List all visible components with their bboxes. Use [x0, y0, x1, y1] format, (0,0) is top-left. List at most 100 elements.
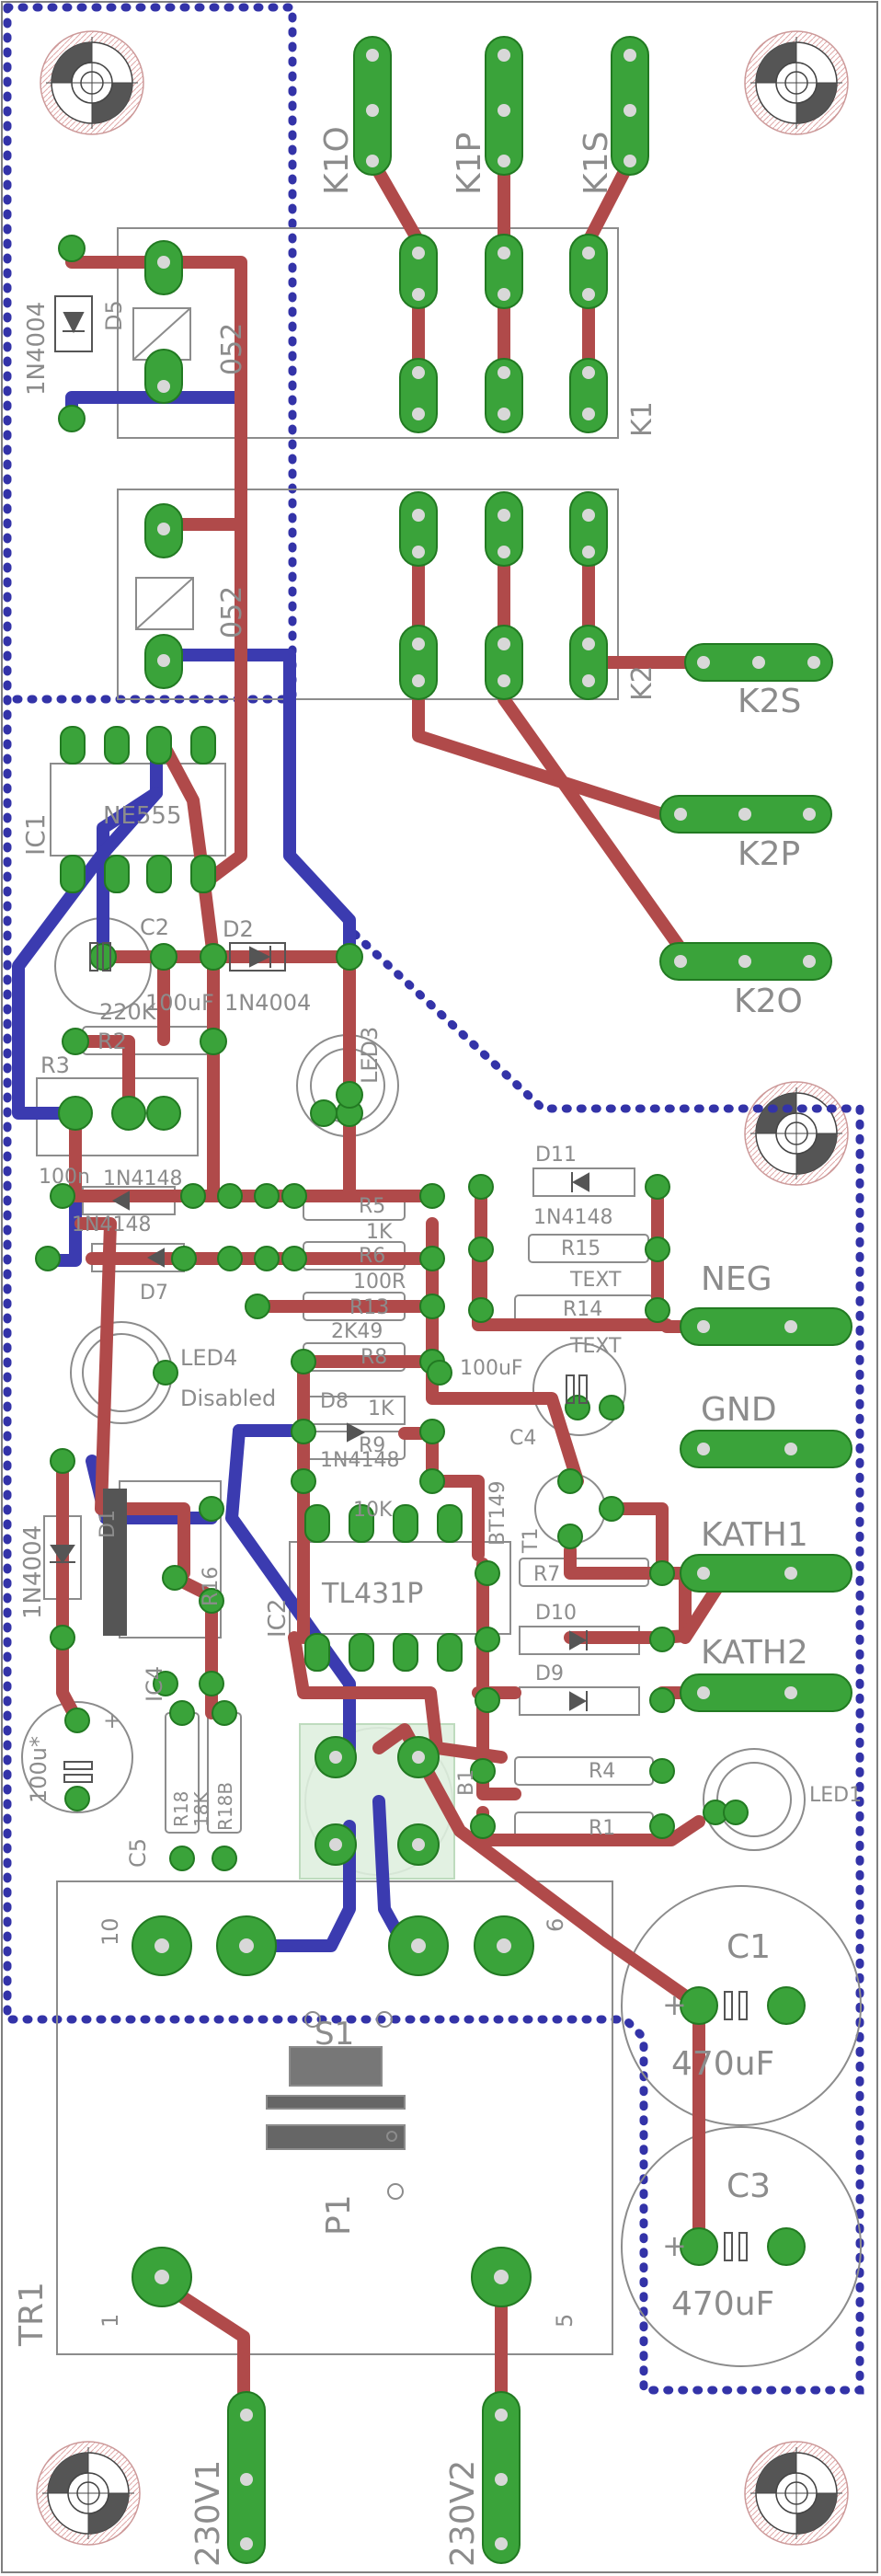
label-d2-value: 1N4004 [224, 990, 311, 1016]
label-r14-value: TEXT [569, 1335, 622, 1358]
label-tr-pin10: 10 [97, 1917, 123, 1946]
label-ic1-value: NE555 [103, 802, 182, 830]
label-c2-value: 100uF [145, 990, 214, 1016]
label-ic1: IC1 [20, 813, 51, 856]
label-r8-value: 1K [368, 1397, 395, 1420]
label-c4-value: 100uF [460, 1357, 523, 1380]
label-d8: D8 [320, 1390, 349, 1413]
label-c2: C2 [140, 914, 169, 940]
round-pads [35, 235, 806, 2307]
label-c4: C4 [509, 1427, 536, 1450]
label-230v1: 230V1 [189, 2460, 227, 2567]
label-r3-value: 100n [39, 1166, 90, 1189]
label-r9: R9 [359, 1434, 385, 1457]
svg-text:+: + [662, 2228, 687, 2263]
labels: K1O K1P K1S K2S K2P K2O NEG GND KATH1 KA… [13, 126, 862, 2567]
label-r15-value: TEXT [569, 1269, 622, 1292]
label-d9: D9 [535, 1662, 564, 1685]
capacitor-symbols [63, 942, 748, 2261]
label-r16: R16 [200, 1567, 223, 1606]
diode-symbols [50, 295, 589, 1711]
label-r5: R5 [359, 1195, 385, 1218]
label-k2-type: 052 [216, 586, 248, 638]
label-r18-value: 18K [190, 1791, 212, 1827]
label-r13-value: 2K49 [331, 1320, 383, 1343]
svg-text:+: + [103, 1708, 121, 1733]
label-c3-value: 470uF [671, 2285, 774, 2323]
mounting-hole [36, 2441, 141, 2546]
label-r3: R3 [40, 1052, 70, 1078]
label-r1: R1 [589, 1817, 615, 1840]
label-230v2: 230V2 [444, 2460, 482, 2567]
svg-text:+: + [662, 1987, 687, 2022]
label-c3: C3 [727, 2168, 771, 2205]
mounting-hole [40, 30, 144, 135]
label-r6-value: 100R [353, 1271, 406, 1294]
label-r7: R7 [533, 1563, 560, 1586]
label-r6: R6 [359, 1245, 385, 1268]
label-r15: R15 [561, 1237, 601, 1260]
label-r9-value: 10K [353, 1499, 393, 1522]
label-neg: NEG [701, 1260, 772, 1298]
label-k1p: K1P [451, 132, 488, 195]
label-led1: LED1 [809, 1784, 862, 1807]
label-d11: D11 [535, 1144, 577, 1167]
label-c5-value: 100u* [26, 1736, 51, 1803]
label-s1: S1 [315, 2016, 354, 2053]
label-d7-value: 1N4148 [72, 1213, 151, 1236]
label-tr1: TR1 [13, 2282, 51, 2347]
label-led4-value: Disabled [180, 1386, 276, 1411]
label-d8-value: 1N4148 [320, 1449, 399, 1472]
label-r18: R18 [170, 1791, 192, 1827]
mounting-hole [744, 2441, 849, 2546]
label-k2o: K2O [734, 983, 803, 1020]
label-ic2: IC2 [264, 1599, 292, 1638]
ic4-body [103, 1489, 127, 1636]
label-r4: R4 [589, 1760, 615, 1783]
label-kath2: KATH2 [701, 1634, 808, 1672]
relay-k2-outline [117, 489, 619, 700]
label-ic4: IC4 [142, 1666, 167, 1702]
label-c5: C5 [125, 1838, 151, 1868]
label-d5: D5 [101, 300, 127, 331]
label-p1: P1 [320, 2194, 358, 2236]
label-gnd: GND [701, 1391, 777, 1429]
label-r8: R8 [360, 1346, 387, 1369]
label-k2: K2 [626, 665, 658, 701]
label-d7: D7 [140, 1282, 168, 1305]
label-r18b: R18B [214, 1782, 236, 1831]
label-b1: B1 [455, 1769, 478, 1796]
label-r14: R14 [563, 1298, 602, 1321]
label-d10: D10 [535, 1602, 577, 1625]
label-k1s: K1S [578, 132, 615, 195]
label-c1: C1 [727, 1928, 771, 1966]
label-t1: T1 [520, 1528, 543, 1554]
label-r2-value: 220K [99, 999, 157, 1025]
pads [60, 36, 852, 2564]
label-d1: D1 [97, 1510, 120, 1538]
label-t1-value: BT149 [486, 1480, 509, 1546]
label-k1-type: 052 [216, 323, 248, 375]
label-k1: K1 [626, 401, 658, 437]
label-d6-value: 1N4148 [103, 1167, 182, 1190]
label-d2: D2 [223, 916, 254, 942]
label-k1o: K1O [318, 126, 356, 195]
label-k2s: K2S [738, 683, 801, 720]
label-kath1: KATH1 [701, 1516, 808, 1554]
mounting-hole [744, 30, 849, 135]
mounting-hole [744, 1081, 849, 1186]
label-d1-value: 1N4004 [19, 1525, 47, 1619]
relay-k1-outline [117, 227, 619, 439]
label-r5-value: 1K [366, 1221, 393, 1244]
label-r2: R2 [97, 1029, 127, 1054]
label-k2p: K2P [738, 835, 800, 873]
label-c1-value: 470uF [671, 2045, 774, 2083]
label-tr-pin5: 5 [552, 2314, 578, 2328]
transformer-outline [56, 1880, 613, 2355]
label-led4: LED4 [180, 1345, 237, 1371]
label-tr-pin6: 6 [543, 1918, 568, 1932]
label-d5-value: 1N4004 [23, 302, 51, 396]
label-ic2-value: TL431P [321, 1578, 423, 1610]
